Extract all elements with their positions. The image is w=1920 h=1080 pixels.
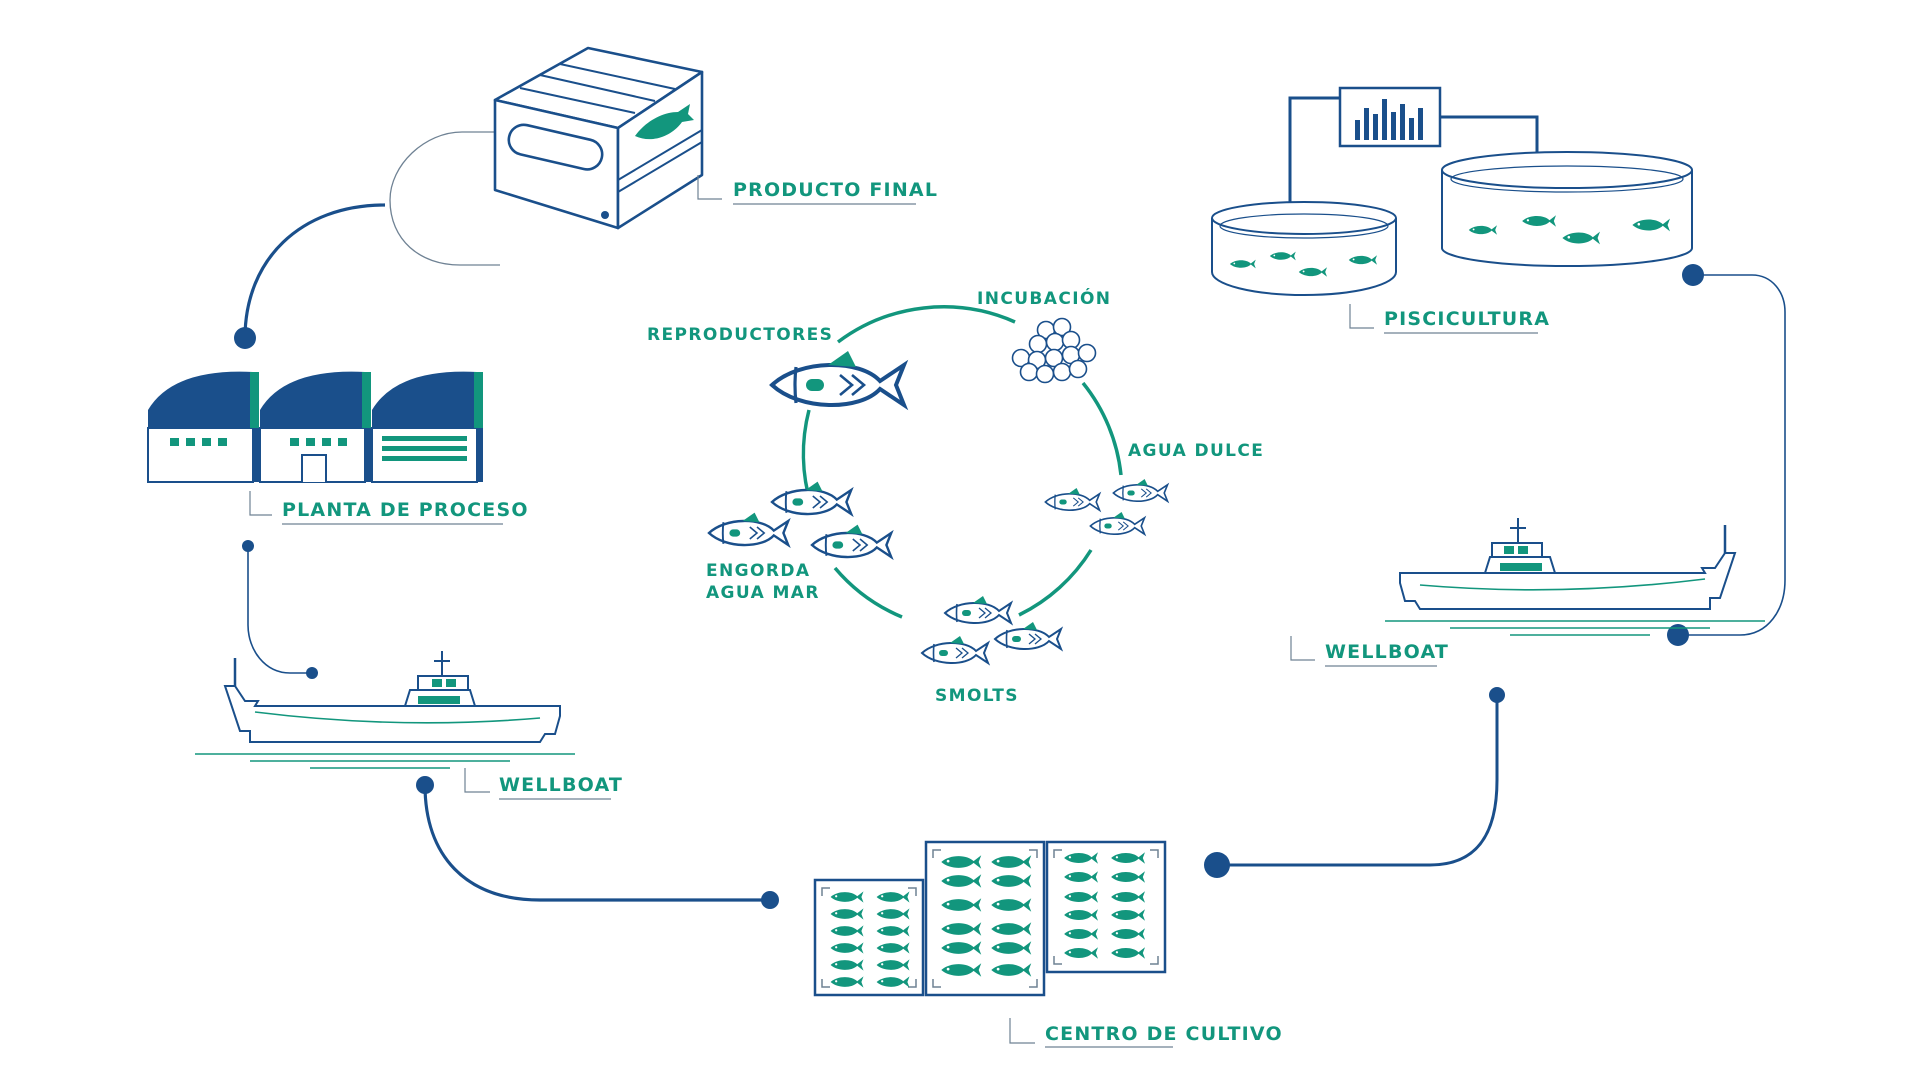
connector-paths: [234, 131, 1786, 909]
label-engorda-2: AGUA MAR: [706, 583, 820, 603]
connector-dot: [416, 776, 434, 794]
fish-cages-icon: [813, 840, 1167, 997]
label-engorda-1: ENGORDA: [706, 561, 810, 581]
fish-tanks-icon: [1211, 86, 1693, 296]
connector-dot: [761, 891, 779, 909]
connector-dot: [1682, 264, 1704, 286]
label-wellboat-right: WELLBOAT: [1325, 641, 1449, 663]
grow-out-fish-icons: [707, 480, 893, 559]
connector-factory-to-box: [243, 203, 386, 339]
connector-dot: [1489, 687, 1505, 703]
connector-dot: [242, 540, 254, 552]
label-piscicultura: PISCICULTURA: [1384, 308, 1550, 330]
connector-wellboat-to-cages: [423, 784, 770, 902]
wellboat-ship-icon: [193, 649, 577, 770]
factory-icon: [147, 371, 483, 483]
label-reproductores: REPRODUCTORES: [647, 325, 833, 345]
product-box-icon: [493, 46, 704, 230]
label-agua-dulce: AGUA DULCE: [1128, 441, 1264, 461]
connector-dot: [1204, 852, 1230, 878]
label-planta-de-proceso: PLANTA DE PROCESO: [282, 499, 529, 521]
connector-tanks-to-wellboat: [1678, 274, 1786, 636]
label-centro-de-cultivo: CENTRO DE CULTIVO: [1045, 1023, 1283, 1045]
label-wellboat-left: WELLBOAT: [499, 774, 623, 796]
eggs-icon: [1011, 317, 1097, 384]
label-tick: [1290, 636, 1315, 661]
connector-dot: [1667, 624, 1689, 646]
label-incubacion: INCUBACIÓN: [977, 287, 1111, 309]
label-tick: [1009, 1018, 1035, 1044]
connector-factory-to-wellboat: [247, 546, 312, 674]
life-cycle-ring: [801, 305, 1123, 619]
wellboat-ship-icon: [1383, 516, 1767, 637]
connector-dot: [306, 667, 318, 679]
freshwater-fish-icons: [1044, 478, 1169, 536]
smolt-fish-icons: [921, 595, 1062, 665]
box-bracket-arc: [389, 131, 500, 266]
bar-chart-monitor-icon: [1338, 86, 1442, 148]
label-tick: [697, 175, 722, 200]
connector-dot: [234, 327, 256, 349]
label-smolts: SMOLTS: [935, 686, 1019, 706]
label-producto-final: PRODUCTO FINAL: [733, 179, 938, 201]
label-tick: [249, 491, 272, 516]
label-tick: [464, 768, 490, 793]
broodstock-fish-icon: [770, 349, 906, 408]
label-tick: [1349, 304, 1374, 329]
connector-cages-to-wellboat: [1217, 695, 1499, 867]
